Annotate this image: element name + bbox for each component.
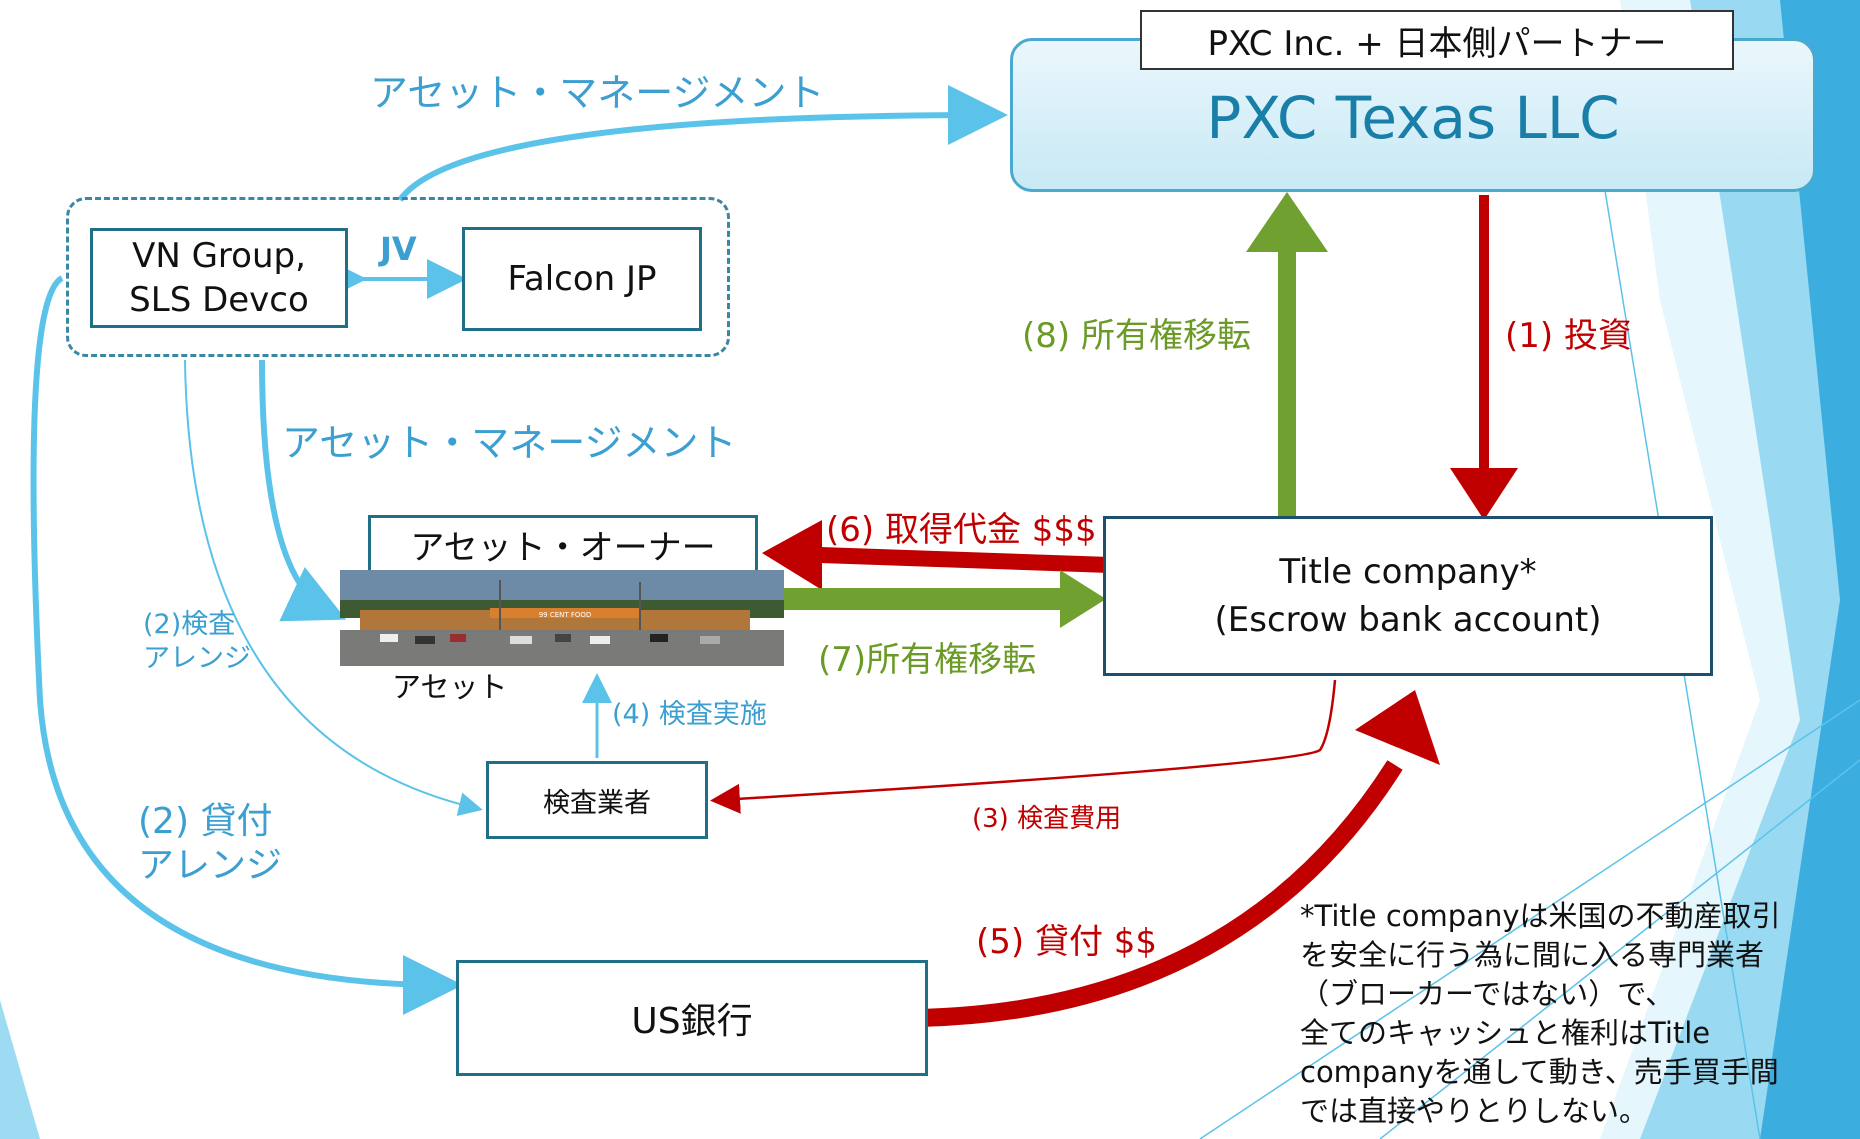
vn-group-box: VN Group, SLS Devco xyxy=(90,228,348,328)
jv-label: JV xyxy=(380,230,417,268)
label-inspection-arrange-line2: アレンジ xyxy=(143,643,251,674)
label-transfer-8: (8) 所有権移転 xyxy=(1022,316,1251,356)
footnote-line: companyを通して動き、売手買手間 xyxy=(1300,1055,1779,1089)
label-investment: (1) 投資 xyxy=(1505,316,1632,356)
arrow-loan xyxy=(919,760,1403,1027)
label-inspection-arrange: (2)検査 アレンジ xyxy=(143,608,251,676)
label-inspection-fee: (3) 検査費用 xyxy=(972,804,1122,834)
arrow-purchase-price-head xyxy=(762,520,822,590)
arrow-loan-head xyxy=(1355,690,1440,765)
label-asset-management-mid: アセット・マネージメント xyxy=(282,421,737,465)
arrow-investment-head xyxy=(1450,468,1518,520)
label-transfer-7: (7)所有権移転 xyxy=(818,640,1037,680)
arrow-transfer-8-head xyxy=(1246,192,1328,252)
label-loan-arrange-line1: (2) 貸付 xyxy=(138,801,273,842)
partner-label: PXC Inc. + 日本側パートナー xyxy=(1207,23,1667,64)
arrow-transfer-7-shaft xyxy=(784,588,1064,610)
title-company-line2: (Escrow bank account) xyxy=(1214,600,1602,640)
store-sign: 99 CENT FOOD xyxy=(539,611,592,619)
title-company-line1: Title company* xyxy=(1279,552,1537,592)
us-bank-label: US銀行 xyxy=(631,1001,753,1042)
arrow-transfer-7-head xyxy=(1060,570,1106,628)
label-loan-arrange-line2: アレンジ xyxy=(138,845,283,886)
partner-label-box: PXC Inc. + 日本側パートナー xyxy=(1140,10,1734,70)
vn-group-line2: SLS Devco xyxy=(129,280,309,320)
label-loan-amount: (5) 貸付 $$ xyxy=(976,922,1158,962)
label-loan-arrange: (2) 貸付 アレンジ xyxy=(138,800,282,888)
footnote-line: を安全に行う為に間に入る専門業者 xyxy=(1300,938,1765,972)
label-inspection-arrange-line1: (2)検査 xyxy=(143,609,236,640)
title-company-box: Title company* (Escrow bank account) xyxy=(1103,516,1713,676)
inspector-box: 検査業者 xyxy=(486,761,708,839)
label-asset-management-top: アセット・マネージメント xyxy=(370,71,825,115)
footnote-line: （ブローカーではない）で、 xyxy=(1300,977,1675,1011)
us-bank-box: US銀行 xyxy=(456,960,928,1076)
arrow-asset-management-mid xyxy=(259,359,347,622)
asset-owner-box: アセット・オーナー xyxy=(368,515,758,573)
llc-name: PXC Texas LLC xyxy=(1206,84,1620,152)
falcon-box: Falcon JP xyxy=(462,227,702,331)
jv-group-container xyxy=(66,197,730,357)
arrow-inspection-arrange xyxy=(184,359,483,816)
arrow-inspection-fee xyxy=(710,679,1337,814)
arrow-purchase-price xyxy=(819,547,1111,573)
asset-photo: 99 CENT FOOD xyxy=(340,570,784,666)
arrow-loan-arrange xyxy=(30,275,463,1015)
arrow-transfer-8-shaft xyxy=(1278,250,1296,516)
falcon-label: Falcon JP xyxy=(507,259,657,299)
label-inspection-done: (4) 検査実施 xyxy=(612,699,767,730)
arrow-asset-management-top xyxy=(397,85,1008,202)
vn-group-line1: VN Group, xyxy=(132,236,306,276)
asset-owner-label: アセット・オーナー xyxy=(410,527,716,568)
footnote-line: *Title companyは米国の不動産取引 xyxy=(1300,899,1781,933)
inspector-label: 検査業者 xyxy=(543,787,651,819)
footnote: *Title companyは米国の不動産取引 を安全に行う為に間に入る専門業者… xyxy=(1300,897,1781,1131)
asset-caption: アセット xyxy=(392,670,508,704)
label-purchase-price: (6) 取得代金 $$$ xyxy=(826,510,1097,550)
footnote-line: 全てのキャッシュと権利はTitle xyxy=(1300,1016,1711,1050)
footnote-line: では直接やりとりしない。 xyxy=(1300,1094,1649,1128)
